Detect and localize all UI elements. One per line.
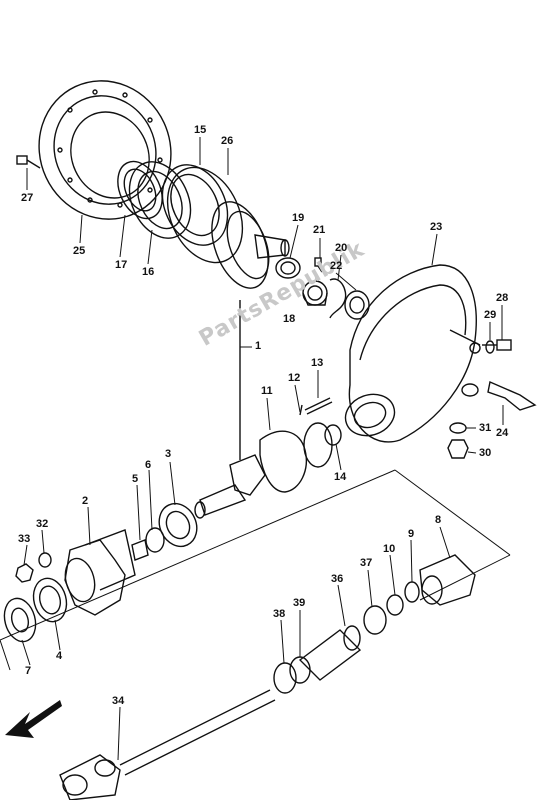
- part-15-shim: [161, 164, 229, 246]
- callout-7: 7: [25, 665, 32, 677]
- callout-24: 24: [496, 427, 509, 439]
- callout-18: 18: [283, 313, 296, 325]
- callout-11: 11: [261, 385, 273, 397]
- part-9-washer: [404, 581, 420, 603]
- callout-6: 6: [145, 459, 152, 471]
- callout-23: 23: [430, 221, 443, 233]
- part-30-plug: [447, 439, 469, 459]
- part-13-pin: [304, 397, 333, 415]
- part-16-bearing: [128, 161, 192, 239]
- callout-16: 16: [142, 266, 155, 278]
- part-22-bearing: [344, 290, 370, 320]
- part-14-o-ring: [303, 422, 333, 468]
- callout-21: 21: [313, 224, 326, 236]
- part-18-bearing: [302, 280, 328, 306]
- part-12-pin: [299, 404, 303, 416]
- assembly-outline: [0, 469, 511, 671]
- part-24-stud: [487, 381, 537, 411]
- callout-14: 14: [334, 471, 347, 483]
- part-27-bolt: [16, 155, 41, 169]
- part-25-gasket: [38, 80, 172, 220]
- part-14-bushing: [324, 424, 342, 446]
- part-5-spacer: [131, 539, 149, 561]
- callout-28: 28: [496, 292, 509, 304]
- callout-39: 39: [293, 597, 306, 609]
- part-11-gasket: [259, 430, 307, 493]
- part-36-spline-coupling: [298, 625, 362, 681]
- part-10-nut: [386, 594, 404, 616]
- part-7-seal: [3, 597, 37, 643]
- callout-33: 33: [18, 533, 31, 545]
- callout-4: 4: [56, 650, 63, 662]
- part-20-clip: [329, 278, 347, 319]
- callout-2: 2: [82, 495, 89, 507]
- callout-36: 36: [331, 573, 344, 585]
- part-21-bolt: [314, 257, 323, 273]
- part-33-nut: [15, 563, 34, 583]
- callout-32: 32: [36, 518, 49, 530]
- callout-27: 27: [21, 192, 34, 204]
- part-23-housing: [344, 264, 481, 443]
- callout-37: 37: [360, 557, 373, 569]
- callout-1: 1: [255, 340, 262, 352]
- callout-29: 29: [484, 309, 497, 321]
- callout-10: 10: [383, 543, 396, 555]
- part-1-ring-gear: [211, 201, 290, 289]
- callout-12: 12: [288, 372, 301, 384]
- part-17-seal: [117, 160, 163, 220]
- part-37-bushing: [363, 605, 387, 635]
- leader-lines: [21, 137, 504, 761]
- part-34-drive-shaft: [59, 689, 276, 800]
- part-6-washer: [145, 527, 165, 553]
- callout-22: 22: [330, 260, 343, 272]
- part-32-washer: [38, 552, 52, 568]
- callout-19: 19: [292, 212, 305, 224]
- callout-9: 9: [408, 528, 415, 540]
- part-19-washer: [275, 257, 301, 279]
- callout-25: 25: [73, 245, 86, 257]
- callout-3: 3: [165, 448, 172, 460]
- callout-5: 5: [132, 473, 139, 485]
- part-2-pinion-housing: [64, 529, 136, 616]
- callout-13: 13: [311, 357, 324, 369]
- callout-8: 8: [435, 514, 442, 526]
- part-38-o-ring: [273, 662, 297, 694]
- callout-26: 26: [221, 135, 234, 147]
- part-29-washer: [485, 340, 495, 354]
- callout-30: 30: [479, 447, 492, 459]
- callout-17: 17: [115, 259, 128, 271]
- front-arrow-icon: [5, 700, 62, 738]
- callout-38: 38: [273, 608, 286, 620]
- callout-34: 34: [112, 695, 125, 707]
- part-31-washer: [449, 422, 467, 434]
- callout-31: 31: [479, 422, 492, 434]
- part-1-pinion: [194, 300, 266, 519]
- callout-15: 15: [194, 124, 207, 136]
- callout-20: 20: [335, 242, 348, 254]
- part-26-o-ring: [166, 166, 244, 264]
- part-8-bearing: [419, 554, 476, 606]
